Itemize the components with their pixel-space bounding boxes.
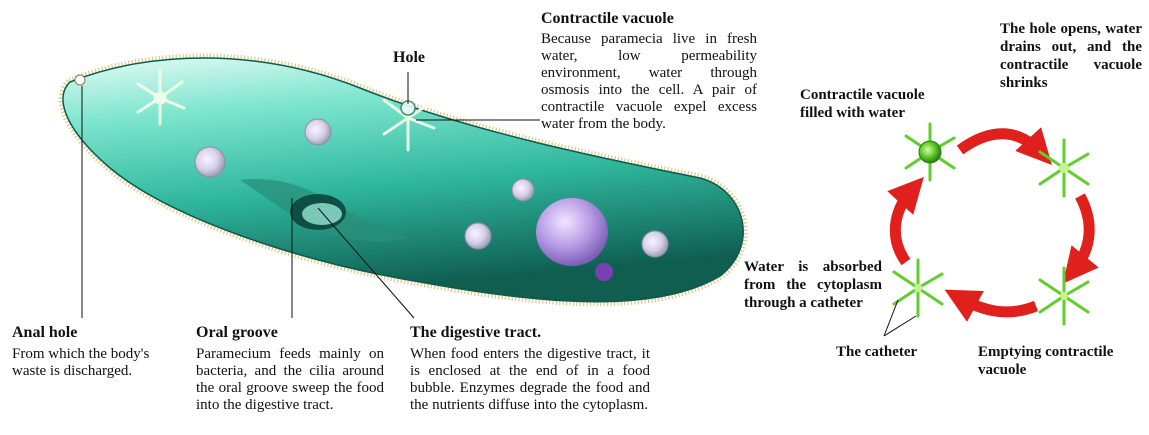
arrow-bottom (960, 298, 1036, 312)
food-vacuole (195, 147, 225, 177)
arrow-right (1074, 196, 1089, 270)
digestive-tract-text: When food enters the digestive tract, it… (410, 346, 650, 414)
contractile-vacuole-title: Contractile vacuole (541, 10, 761, 28)
contractile-vacuole-text: Because paramecia live in fresh water, l… (541, 31, 757, 133)
micronucleus (595, 263, 613, 281)
oral-groove-text: Paramecium feeds mainly on bacteria, and… (196, 346, 384, 414)
oral-groove-title: Oral groove (196, 324, 278, 342)
leader-catheter-2 (884, 316, 916, 336)
anal-hole-text: From which the body's waste is discharge… (12, 346, 182, 380)
hole-title: Hole (393, 49, 425, 67)
arrow-top (960, 134, 1040, 152)
macronucleus (536, 198, 608, 266)
anal-hole (75, 75, 85, 85)
vacuole-catheter-icon (894, 260, 942, 316)
vacuole-opening-icon (1040, 140, 1088, 196)
food-vacuole (642, 231, 668, 257)
vacuole-filled-icon (906, 124, 954, 180)
cycle-opens-label: The hole opens, water drains out, and th… (1000, 20, 1142, 92)
leader-catheter-1 (884, 300, 898, 336)
cycle-emptying-label: Emptying contractile vacuole (978, 343, 1148, 379)
food-vacuole (512, 179, 534, 201)
arrow-left (895, 190, 912, 262)
food-vacuole (305, 119, 331, 145)
oral-opening-inner (302, 203, 342, 225)
anal-hole-title: Anal hole (12, 324, 77, 342)
vacuole-emptying-icon (1040, 268, 1088, 324)
cycle-catheter-label: The catheter (836, 343, 917, 361)
food-vacuole (465, 223, 491, 249)
digestive-tract-title: The digestive tract. (410, 324, 541, 342)
cycle-absorbed-label: Water is absorbed from the cytoplasm thr… (744, 258, 882, 312)
cycle-filled-label: Contractile vacuole filled with water (800, 86, 960, 122)
